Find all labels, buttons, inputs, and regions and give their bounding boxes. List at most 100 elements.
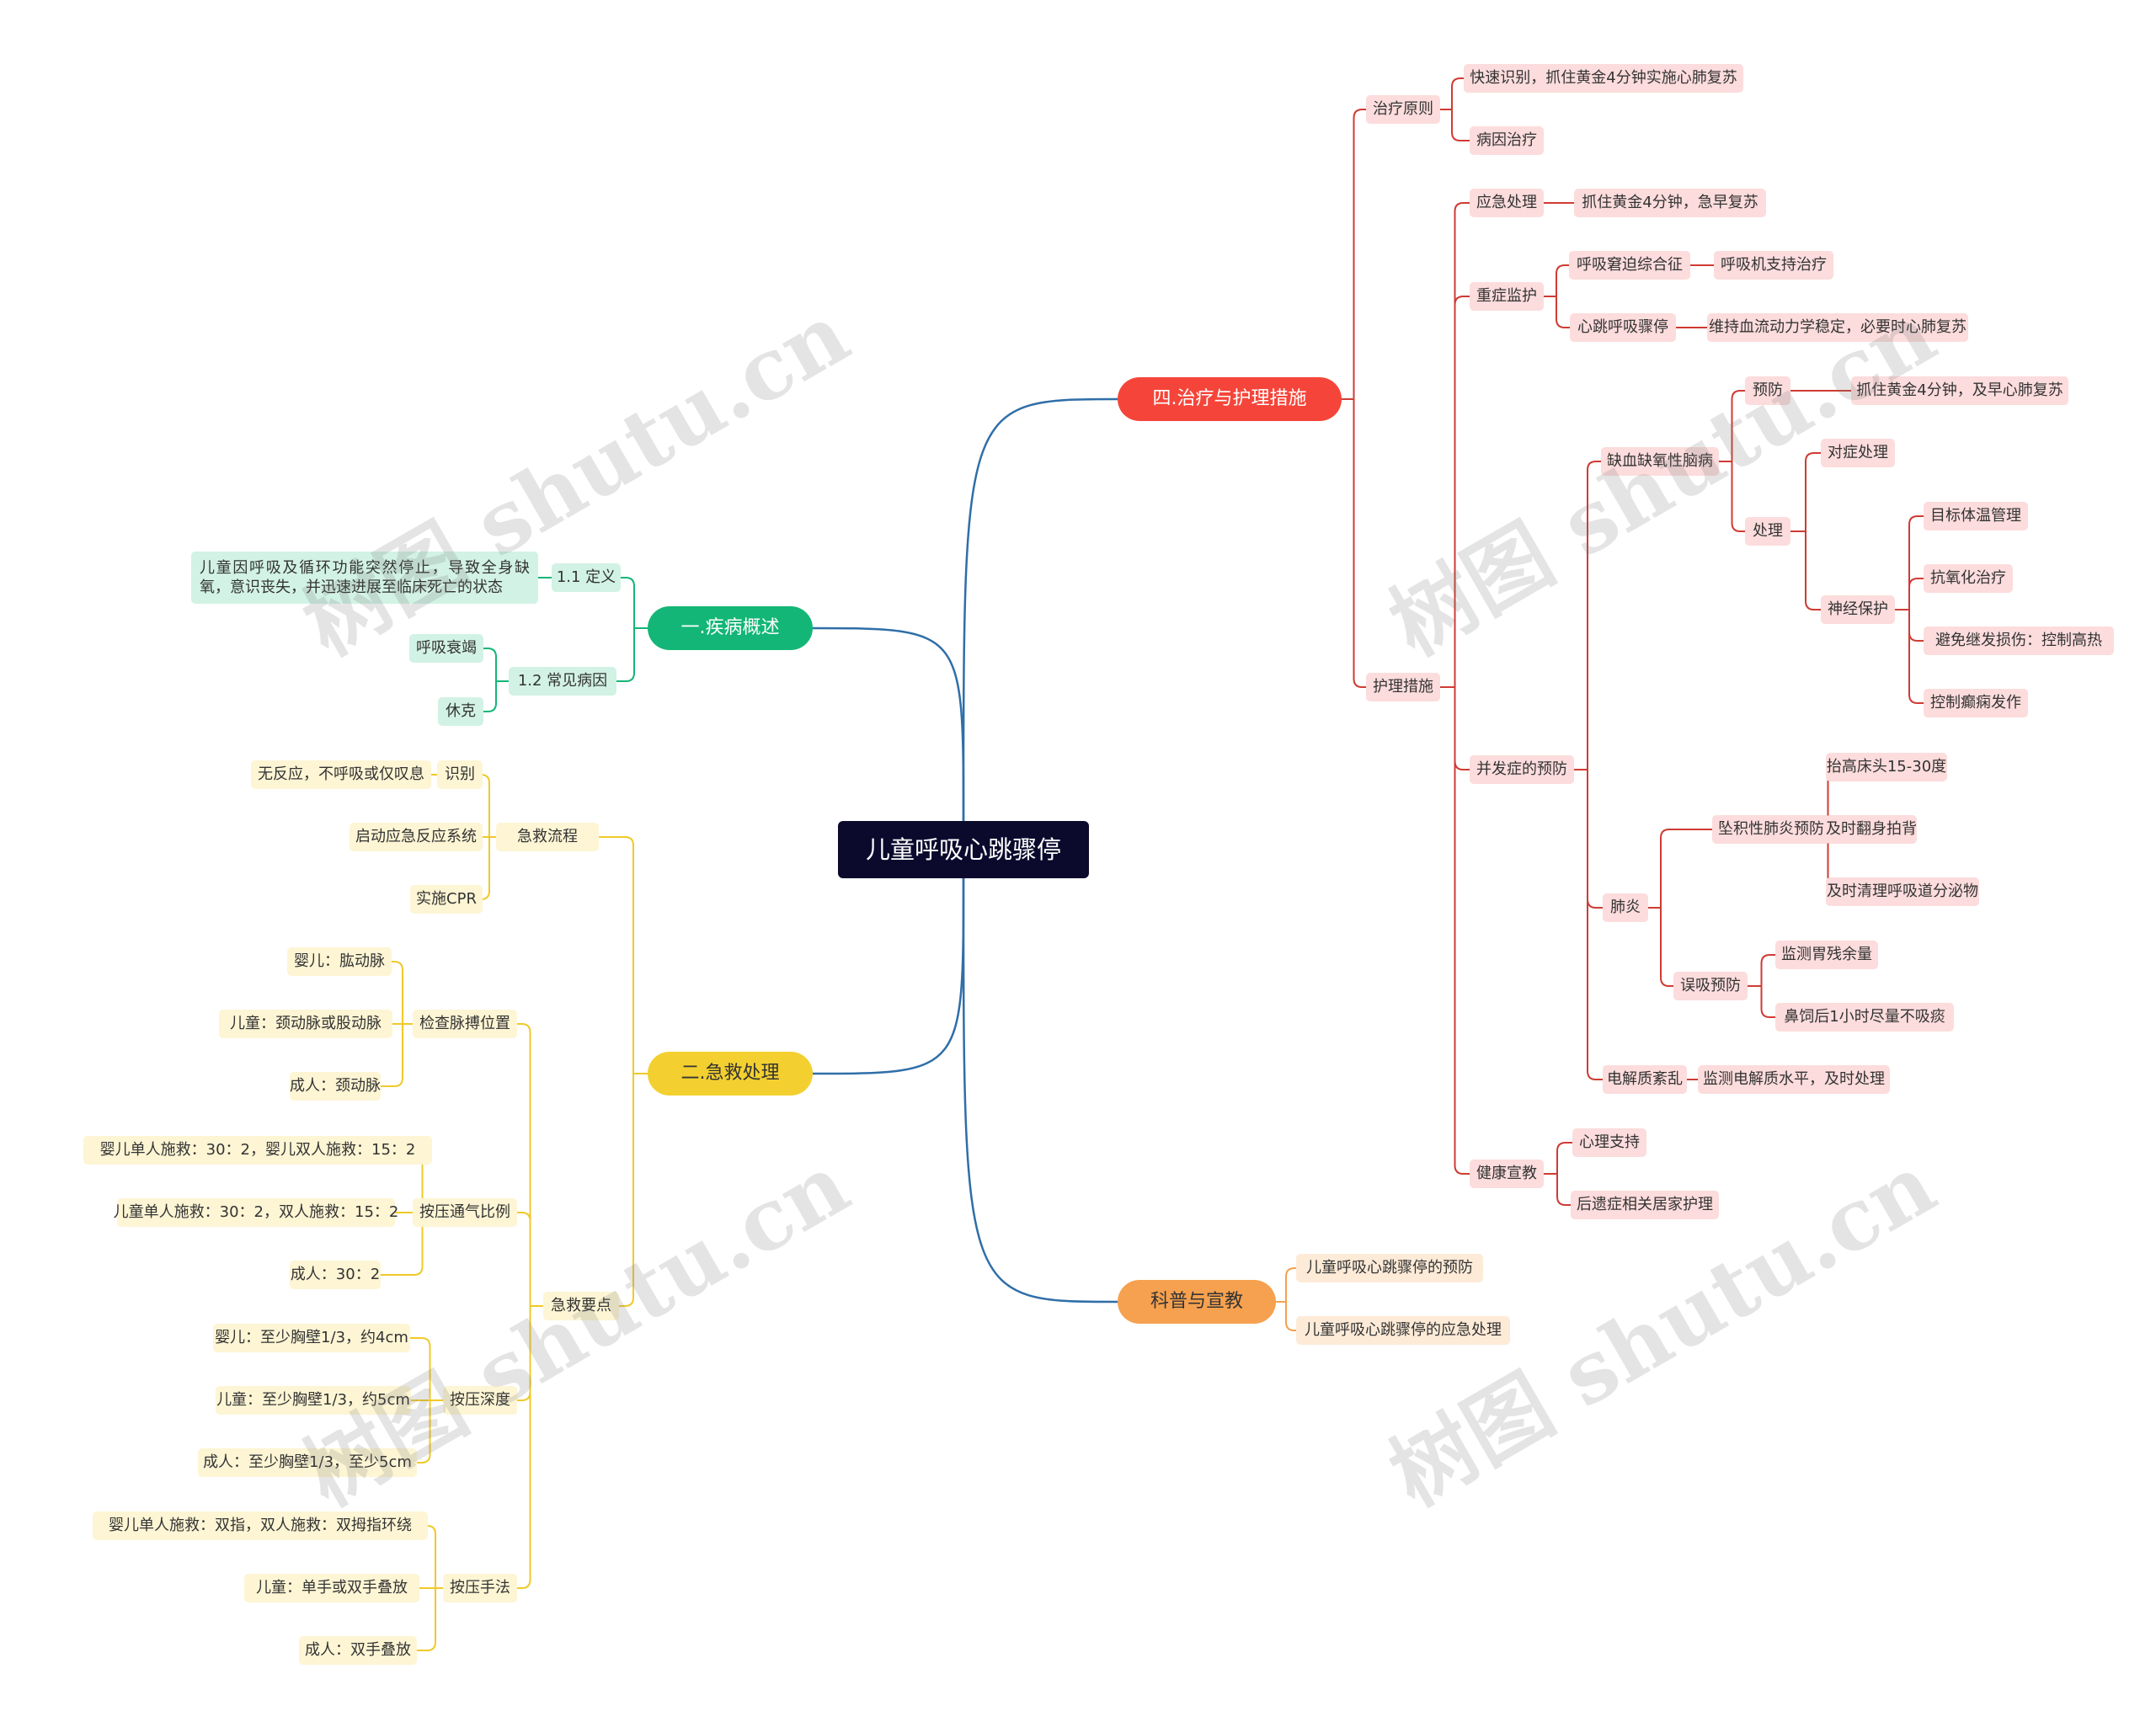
neuroprotection-item[interactable]: 控制癫痫发作: [1924, 689, 2028, 717]
aspiration-item[interactable]: 监测胃残余量: [1775, 941, 1878, 969]
topic-electrolyte-imbalance[interactable]: 电解质紊乱: [1603, 1065, 1687, 1094]
key-point-item[interactable]: 婴儿：肱动脉: [287, 947, 392, 976]
flow-step[interactable]: 启动应急反应系统: [350, 823, 483, 851]
connector: [1587, 461, 1601, 770]
principle-item[interactable]: 病因治疗: [1470, 126, 1544, 155]
central-topic[interactable]: 儿童呼吸心跳骤停: [838, 821, 1089, 878]
hypostatic-item[interactable]: 及时清理呼吸道分泌物: [1826, 877, 1979, 906]
connector: [1285, 1302, 1296, 1331]
icu-condition-detail[interactable]: 维持血流动力学稳定，必要时心肺复苏: [1707, 313, 1968, 342]
key-point-item[interactable]: 儿童：单手或双手叠放: [244, 1574, 419, 1602]
connector: [962, 397, 1118, 822]
education-topic[interactable]: 儿童呼吸心跳骤停的应急处理: [1296, 1316, 1510, 1345]
aspiration-item[interactable]: 鼻饲后1小时尽量不吸痰: [1775, 1003, 1954, 1032]
topic-intensive-care[interactable]: 重症监护: [1470, 282, 1544, 311]
hie-prevention-detail[interactable]: 抓住黄金4分钟，及早心肺复苏: [1851, 376, 2068, 405]
key-point-item[interactable]: 儿童：至少胸壁1/3，约5cm: [216, 1386, 411, 1415]
connector: [962, 877, 1118, 1303]
topic-health-education[interactable]: 健康宣教: [1470, 1160, 1544, 1188]
group-compression-ventilation-ratio[interactable]: 按压通气比例: [413, 1198, 517, 1227]
principle-item[interactable]: 快速识别，抓住黄金4分钟实施心肺复苏: [1464, 64, 1743, 93]
neuroprotection-item[interactable]: 抗氧化治疗: [1924, 564, 2013, 593]
group-pulse-check[interactable]: 检查脉搏位置: [413, 1010, 517, 1038]
connector: [599, 836, 634, 1074]
key-point-item[interactable]: 成人：颈动脉: [290, 1072, 381, 1101]
topic-complication-prevention[interactable]: 并发症的预防: [1470, 755, 1574, 784]
flow-step-detail[interactable]: 无反应，不呼吸或仅叹息: [251, 760, 431, 789]
connector: [417, 1588, 436, 1651]
key-point-item[interactable]: 儿童单人施救：30：2，双人施救：15：2: [114, 1198, 398, 1227]
hie-prevention[interactable]: 预防: [1745, 376, 1790, 405]
icu-condition-detail[interactable]: 呼吸机支持治疗: [1714, 251, 1833, 280]
topic-treatment-principle[interactable]: 治疗原则: [1366, 95, 1440, 124]
topic-rescue-key-points[interactable]: 急救要点: [543, 1292, 619, 1320]
connector: [1451, 109, 1470, 141]
branch-emergency-treatment[interactable]: 二.急救处理: [648, 1052, 813, 1096]
flow-step[interactable]: 识别: [437, 760, 483, 789]
key-point-item[interactable]: 成人：双手叠放: [299, 1636, 417, 1665]
aspiration-prevention[interactable]: 误吸预防: [1673, 972, 1748, 1000]
definition-text[interactable]: 儿童因呼吸及循环功能突然停止，导致全身缺氧，意识丧失，并迅速进展至临床死亡的状态: [191, 552, 538, 604]
key-point-item[interactable]: 成人：至少胸壁1/3，至少5cm: [198, 1448, 417, 1477]
connector: [1353, 399, 1366, 688]
connector: [621, 577, 635, 628]
group-compression-technique[interactable]: 按压手法: [443, 1574, 517, 1602]
connector: [417, 1400, 431, 1463]
connector: [1587, 770, 1603, 1080]
cause-item[interactable]: 休克: [438, 697, 483, 726]
topic-definition[interactable]: 1.1 定义: [552, 563, 621, 592]
branch-disease-overview[interactable]: 一.疾病概述: [648, 606, 813, 650]
neuroprotection-item[interactable]: 避免继发损伤：控制高热: [1924, 626, 2114, 655]
connector: [517, 1023, 531, 1306]
electrolyte-detail[interactable]: 监测电解质水平，及时处理: [1698, 1065, 1890, 1094]
connector: [1760, 954, 1775, 986]
connector: [616, 628, 635, 682]
connector: [1285, 1267, 1296, 1302]
topic-emergency-handling[interactable]: 应急处理: [1470, 189, 1544, 217]
hie-treatment[interactable]: 处理: [1745, 517, 1790, 546]
hypostatic-item[interactable]: 抬高床头15-30度: [1826, 753, 1947, 781]
topic-nursing-measures[interactable]: 护理措施: [1366, 673, 1440, 701]
hypostatic-pneumonia-prevention[interactable]: 坠积性肺炎预防: [1712, 815, 1830, 844]
education-item[interactable]: 心理支持: [1572, 1128, 1646, 1157]
cause-item[interactable]: 呼吸衰竭: [409, 634, 483, 663]
connector: [483, 648, 497, 681]
connector: [1556, 296, 1570, 328]
key-point-item[interactable]: 儿童：颈动脉或股动脉: [219, 1010, 392, 1038]
connector: [1760, 986, 1775, 1018]
topic-rescue-flow[interactable]: 急救流程: [496, 823, 599, 851]
icu-condition[interactable]: 呼吸窘迫综合征: [1569, 251, 1690, 280]
topic-hypoxic-encephalopathy[interactable]: 缺血缺氧性脑病: [1601, 447, 1719, 476]
key-point-item[interactable]: 成人：30：2: [290, 1261, 381, 1289]
connector: [410, 1337, 431, 1400]
connector: [1556, 264, 1569, 296]
connector: [1454, 296, 1470, 687]
connector: [1731, 390, 1745, 461]
connector: [1908, 610, 1924, 704]
topic-common-causes[interactable]: 1.2 常见病因: [509, 667, 616, 696]
connector: [1731, 461, 1745, 532]
connector: [381, 1213, 424, 1276]
connector: [619, 1074, 634, 1307]
group-compression-depth[interactable]: 按压深度: [443, 1386, 517, 1415]
key-point-item[interactable]: 婴儿单人施救：双指，双人施救：双拇指环绕: [93, 1511, 428, 1540]
neuroprotection-item[interactable]: 目标体温管理: [1924, 502, 2028, 530]
key-point-item[interactable]: 婴儿：至少胸壁1/3，约4cm: [213, 1324, 410, 1352]
emergency-detail[interactable]: 抓住黄金4分钟，急早复苏: [1574, 189, 1766, 217]
key-point-item[interactable]: 婴儿单人施救：30：2，婴儿双人施救：15：2: [83, 1136, 432, 1165]
flow-step[interactable]: 实施CPR: [410, 885, 483, 914]
branch-education[interactable]: 科普与宣教: [1118, 1280, 1276, 1324]
connector: [1908, 515, 1924, 610]
branch-treatment-nursing[interactable]: 四.治疗与护理措施: [1118, 377, 1342, 421]
connector: [1451, 77, 1464, 109]
icu-condition[interactable]: 心跳呼吸骤停: [1570, 313, 1676, 342]
education-item[interactable]: 后遗症相关居家护理: [1571, 1191, 1719, 1219]
hie-neuroprotection[interactable]: 神经保护: [1821, 595, 1895, 624]
connector: [1805, 531, 1821, 610]
hie-symptomatic-treatment[interactable]: 对症处理: [1821, 439, 1895, 467]
education-topic[interactable]: 儿童呼吸心跳骤停的预防: [1296, 1254, 1483, 1282]
connector: [517, 1212, 531, 1306]
topic-pneumonia[interactable]: 肺炎: [1603, 893, 1648, 922]
hypostatic-item[interactable]: 及时翻身拍背: [1826, 815, 1917, 844]
